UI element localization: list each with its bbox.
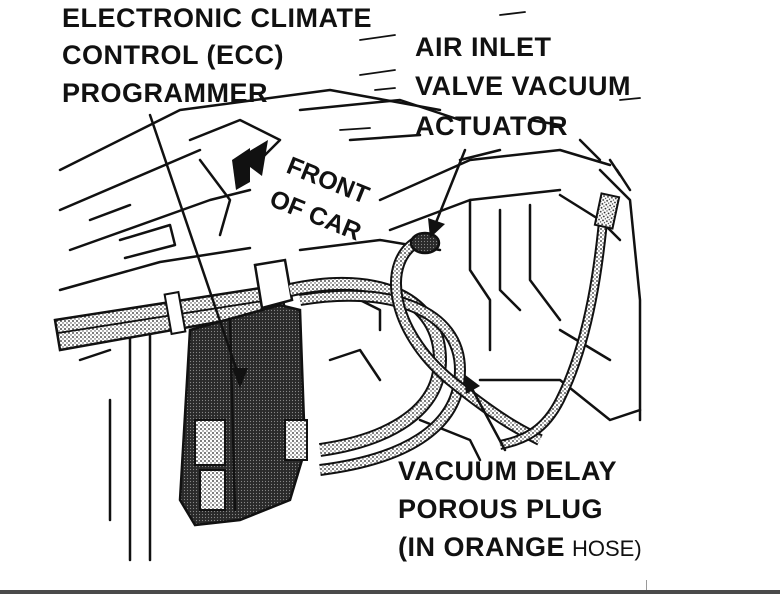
ecc-programmer-unit: [178, 303, 308, 527]
air-inlet-label: AIR INLET VALVE VACUUM ACTUATOR: [415, 32, 631, 141]
plug-label-line-2: POROUS PLUG: [398, 494, 603, 524]
ecc-label-line-2: CONTROL (ECC): [62, 40, 284, 70]
porous-plug-label: VACUUM DELAY POROUS PLUG (IN ORANGE HOSE…: [398, 456, 642, 562]
ecc-programmer-label: ELECTRONIC CLIMATE CONTROL (ECC) PROGRAM…: [62, 3, 372, 108]
footer-divider: [646, 580, 647, 590]
leader-lines: [148, 113, 507, 452]
plug-label-line-3: (IN ORANGE: [398, 532, 565, 562]
air-label-line-2: VALVE VACUUM: [415, 71, 631, 101]
front-of-car-label: FRONT OF CAR: [266, 152, 373, 247]
footer-bar: [0, 590, 780, 594]
air-label-line-1: AIR INLET: [415, 32, 552, 62]
orange-vacuum-hose: [390, 168, 632, 450]
vacuum-hose-loop: [288, 276, 467, 476]
wiring-harness: [53, 258, 294, 352]
ecc-label-line-3: PROGRAMMER: [62, 78, 268, 108]
plug-label-line-1: VACUUM DELAY: [398, 456, 617, 486]
plug-label-hose: HOSE): [572, 536, 642, 561]
ecc-label-line-1: ELECTRONIC CLIMATE: [62, 3, 372, 33]
air-inlet-actuator: [409, 231, 441, 255]
air-label-line-3: ACTUATOR: [415, 111, 568, 141]
front-of-car-arrow: [232, 140, 268, 190]
